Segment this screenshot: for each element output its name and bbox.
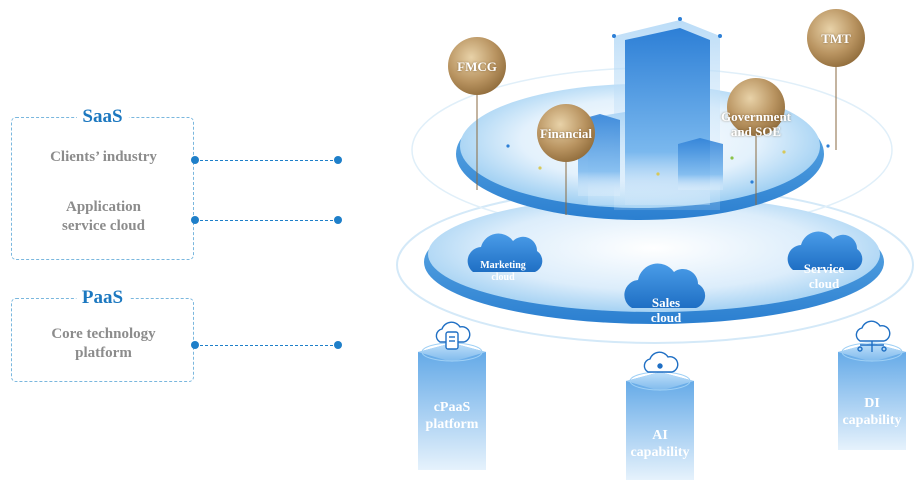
paas-group: PaaS Core technology platform — [11, 287, 194, 382]
di-pillar — [838, 342, 906, 450]
capability-pillars — [418, 342, 906, 480]
sales-cloud-label: Sales cloud — [628, 280, 704, 325]
saas-group: SaaS Clients’ industry Application servi… — [11, 106, 194, 260]
sparkles — [506, 144, 830, 184]
appcloud-connector-start-dot — [191, 216, 199, 224]
industry-connector-end-dot — [334, 156, 342, 164]
marketing-cloud-label: Marketing cloud — [470, 248, 536, 284]
ai-capability-label-text: AI capability — [630, 428, 690, 460]
industry-connector-start-dot — [191, 156, 199, 164]
application-service-cloud-label: Application service cloud — [62, 199, 145, 234]
government-soe-label-text: Government and SOE — [720, 109, 792, 139]
financial-bubble — [537, 104, 595, 162]
cloud-icons — [467, 231, 863, 308]
marketing-cloud-icon — [467, 233, 543, 272]
industry-bubbles — [448, 9, 865, 215]
core-connector-line — [195, 345, 338, 346]
paas-title: PaaS — [75, 287, 130, 309]
cpaas-platform-label: cPaaS platform — [416, 382, 488, 433]
marketing-cloud-label-text: Marketing cloud — [480, 260, 526, 283]
saas-title: SaaS — [76, 106, 129, 128]
appcloud-connector-end-dot — [334, 216, 342, 224]
di-capability-label: DI capability — [832, 378, 912, 429]
service-cloud-label: Service cloud — [790, 246, 858, 291]
mobile-cloud-icon — [435, 321, 471, 350]
network-cloud-icon — [855, 320, 891, 352]
sales-cloud-label-text: Sales cloud — [650, 295, 682, 325]
buildings — [578, 17, 723, 210]
di-capability-label-text: DI capability — [842, 396, 902, 428]
sales-cloud-icon — [624, 263, 706, 308]
service-cloud-icon — [787, 231, 863, 270]
government-soe-label: Government and SOE — [702, 94, 810, 139]
clients-industry-label: Clients’ industry — [50, 149, 157, 165]
cloud-layer-disk — [428, 196, 880, 312]
tmt-label: TMT — [821, 31, 851, 46]
appcloud-connector-line — [195, 220, 338, 221]
platform-illustration-graphic — [396, 9, 914, 480]
core-technology-platform-label: Core technology platform — [51, 326, 156, 361]
service-cloud-label-text: Service cloud — [803, 261, 845, 291]
core-connector-start-dot — [191, 341, 199, 349]
financial-label: Financial — [539, 126, 592, 141]
layer-legend: SaaS Clients’ industry Application servi… — [0, 0, 360, 482]
fmcg-bubble — [448, 37, 506, 95]
ai-capability-label: AI capability — [620, 410, 700, 461]
core-connector-end-dot — [334, 341, 342, 349]
industry-connector-line — [195, 160, 338, 161]
cpaas-platform-label-text: cPaaS platform — [425, 400, 479, 432]
tmt-bubble — [807, 9, 865, 67]
government-soe-bubble — [727, 78, 785, 136]
platform-illustration: FMCG TMT Financial Government and SOE Ma… — [380, 0, 914, 482]
fmcg-label: FMCG — [457, 59, 497, 74]
ai-cloud-icon — [643, 351, 679, 373]
